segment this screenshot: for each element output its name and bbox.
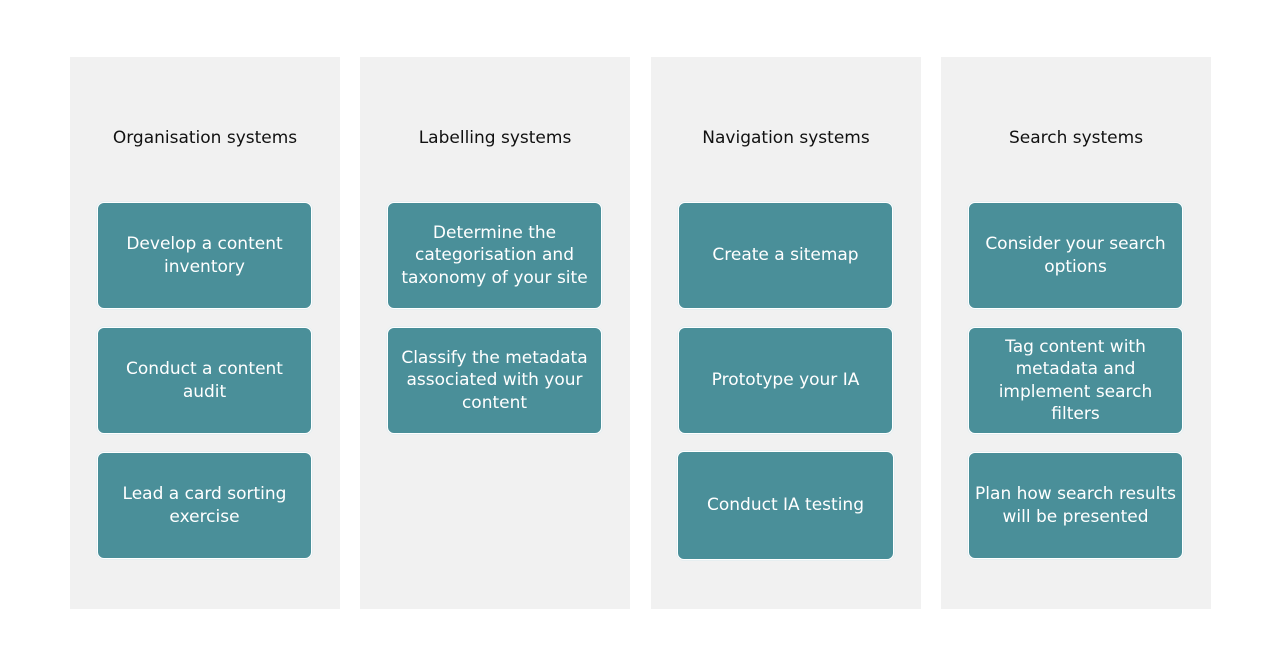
- card-label: Tag content with metadata and implement …: [998, 336, 1153, 425]
- card-label: Determine the categorisation and taxonom…: [401, 222, 588, 288]
- organisation-systems-column: Organisation systems Develop a content i…: [70, 57, 340, 609]
- card-classify-metadata: Classify the metadata associated with yo…: [387, 327, 602, 434]
- card-label: Consider your search options: [985, 234, 1166, 277]
- card-plan-search-results: Plan how search results will be presente…: [968, 452, 1183, 559]
- card-label: Conduct a content audit: [126, 359, 283, 402]
- column-title: Labelling systems: [418, 128, 572, 148]
- card-conduct-ia-testing: Conduct IA testing: [677, 451, 894, 560]
- card-label: Plan how search results will be presente…: [975, 484, 1176, 527]
- card-label: Lead a card sorting exercise: [122, 484, 287, 527]
- column-title: Organisation systems: [112, 128, 298, 148]
- card-label: Create a sitemap: [712, 245, 859, 266]
- card-create-sitemap: Create a sitemap: [678, 202, 893, 309]
- search-systems-column: Search systems Consider your search opti…: [941, 57, 1211, 609]
- card-label: Prototype your IA: [711, 370, 860, 391]
- card-label: Conduct IA testing: [706, 495, 864, 516]
- card-tag-content-metadata: Tag content with metadata and implement …: [968, 327, 1183, 434]
- card-develop-content-inventory: Develop a content inventory: [97, 202, 312, 309]
- card-lead-card-sorting: Lead a card sorting exercise: [97, 452, 312, 559]
- card-prototype-ia: Prototype your IA: [678, 327, 893, 434]
- card-conduct-content-audit: Conduct a content audit: [97, 327, 312, 434]
- card-label: Classify the metadata associated with yo…: [401, 347, 588, 413]
- card-consider-search-options: Consider your search options: [968, 202, 1183, 309]
- card-determine-categorisation: Determine the categorisation and taxonom…: [387, 202, 602, 309]
- column-title: Navigation systems: [702, 128, 870, 148]
- card-label: Develop a content inventory: [126, 234, 283, 277]
- column-title: Search systems: [1008, 128, 1144, 148]
- labelling-systems-column: Labelling systems Determine the categori…: [360, 57, 630, 609]
- navigation-systems-column: Navigation systems Create a sitemap Prot…: [651, 57, 921, 609]
